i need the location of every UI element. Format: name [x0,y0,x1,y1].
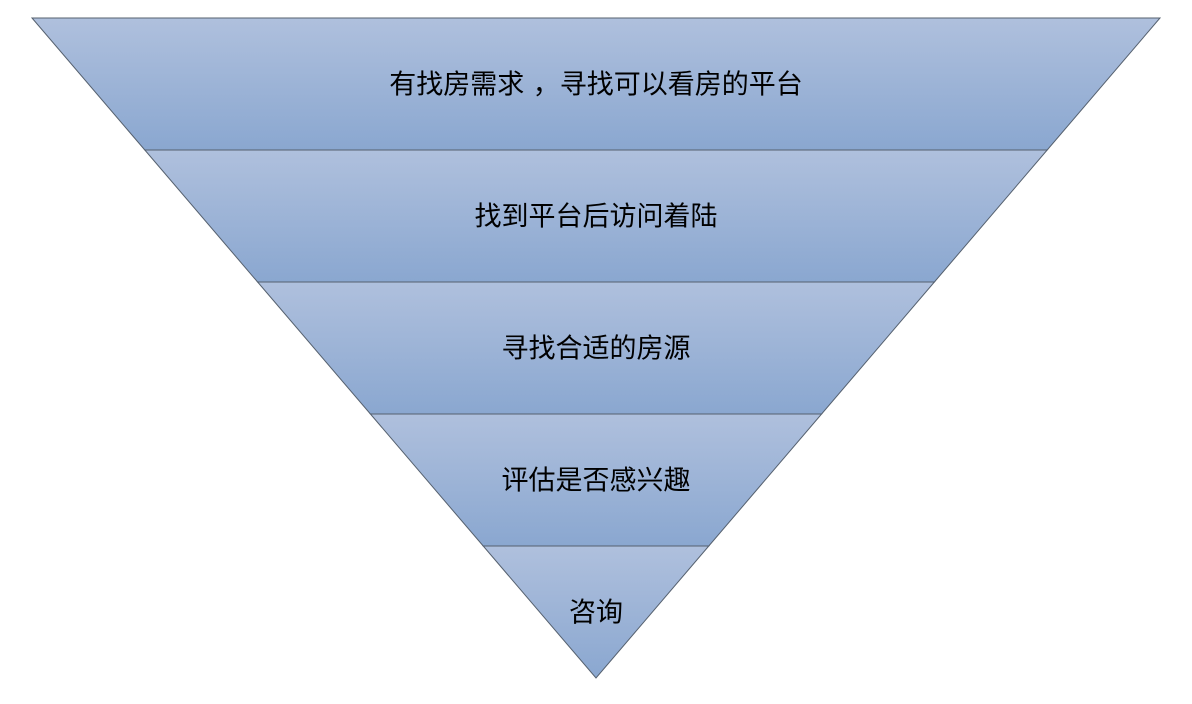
funnel-stage-5 [482,545,710,679]
stage-label-5: 咨询 [569,598,623,629]
stage-label-2: 找到平台后访问着陆 [475,202,718,233]
stage-label-4: 评估是否感兴趣 [502,466,691,497]
stage-label-3: 寻找合适的房源 [502,334,691,365]
stage-label-1: 有找房需求 ，寻找可以看房的平台 [389,70,803,101]
